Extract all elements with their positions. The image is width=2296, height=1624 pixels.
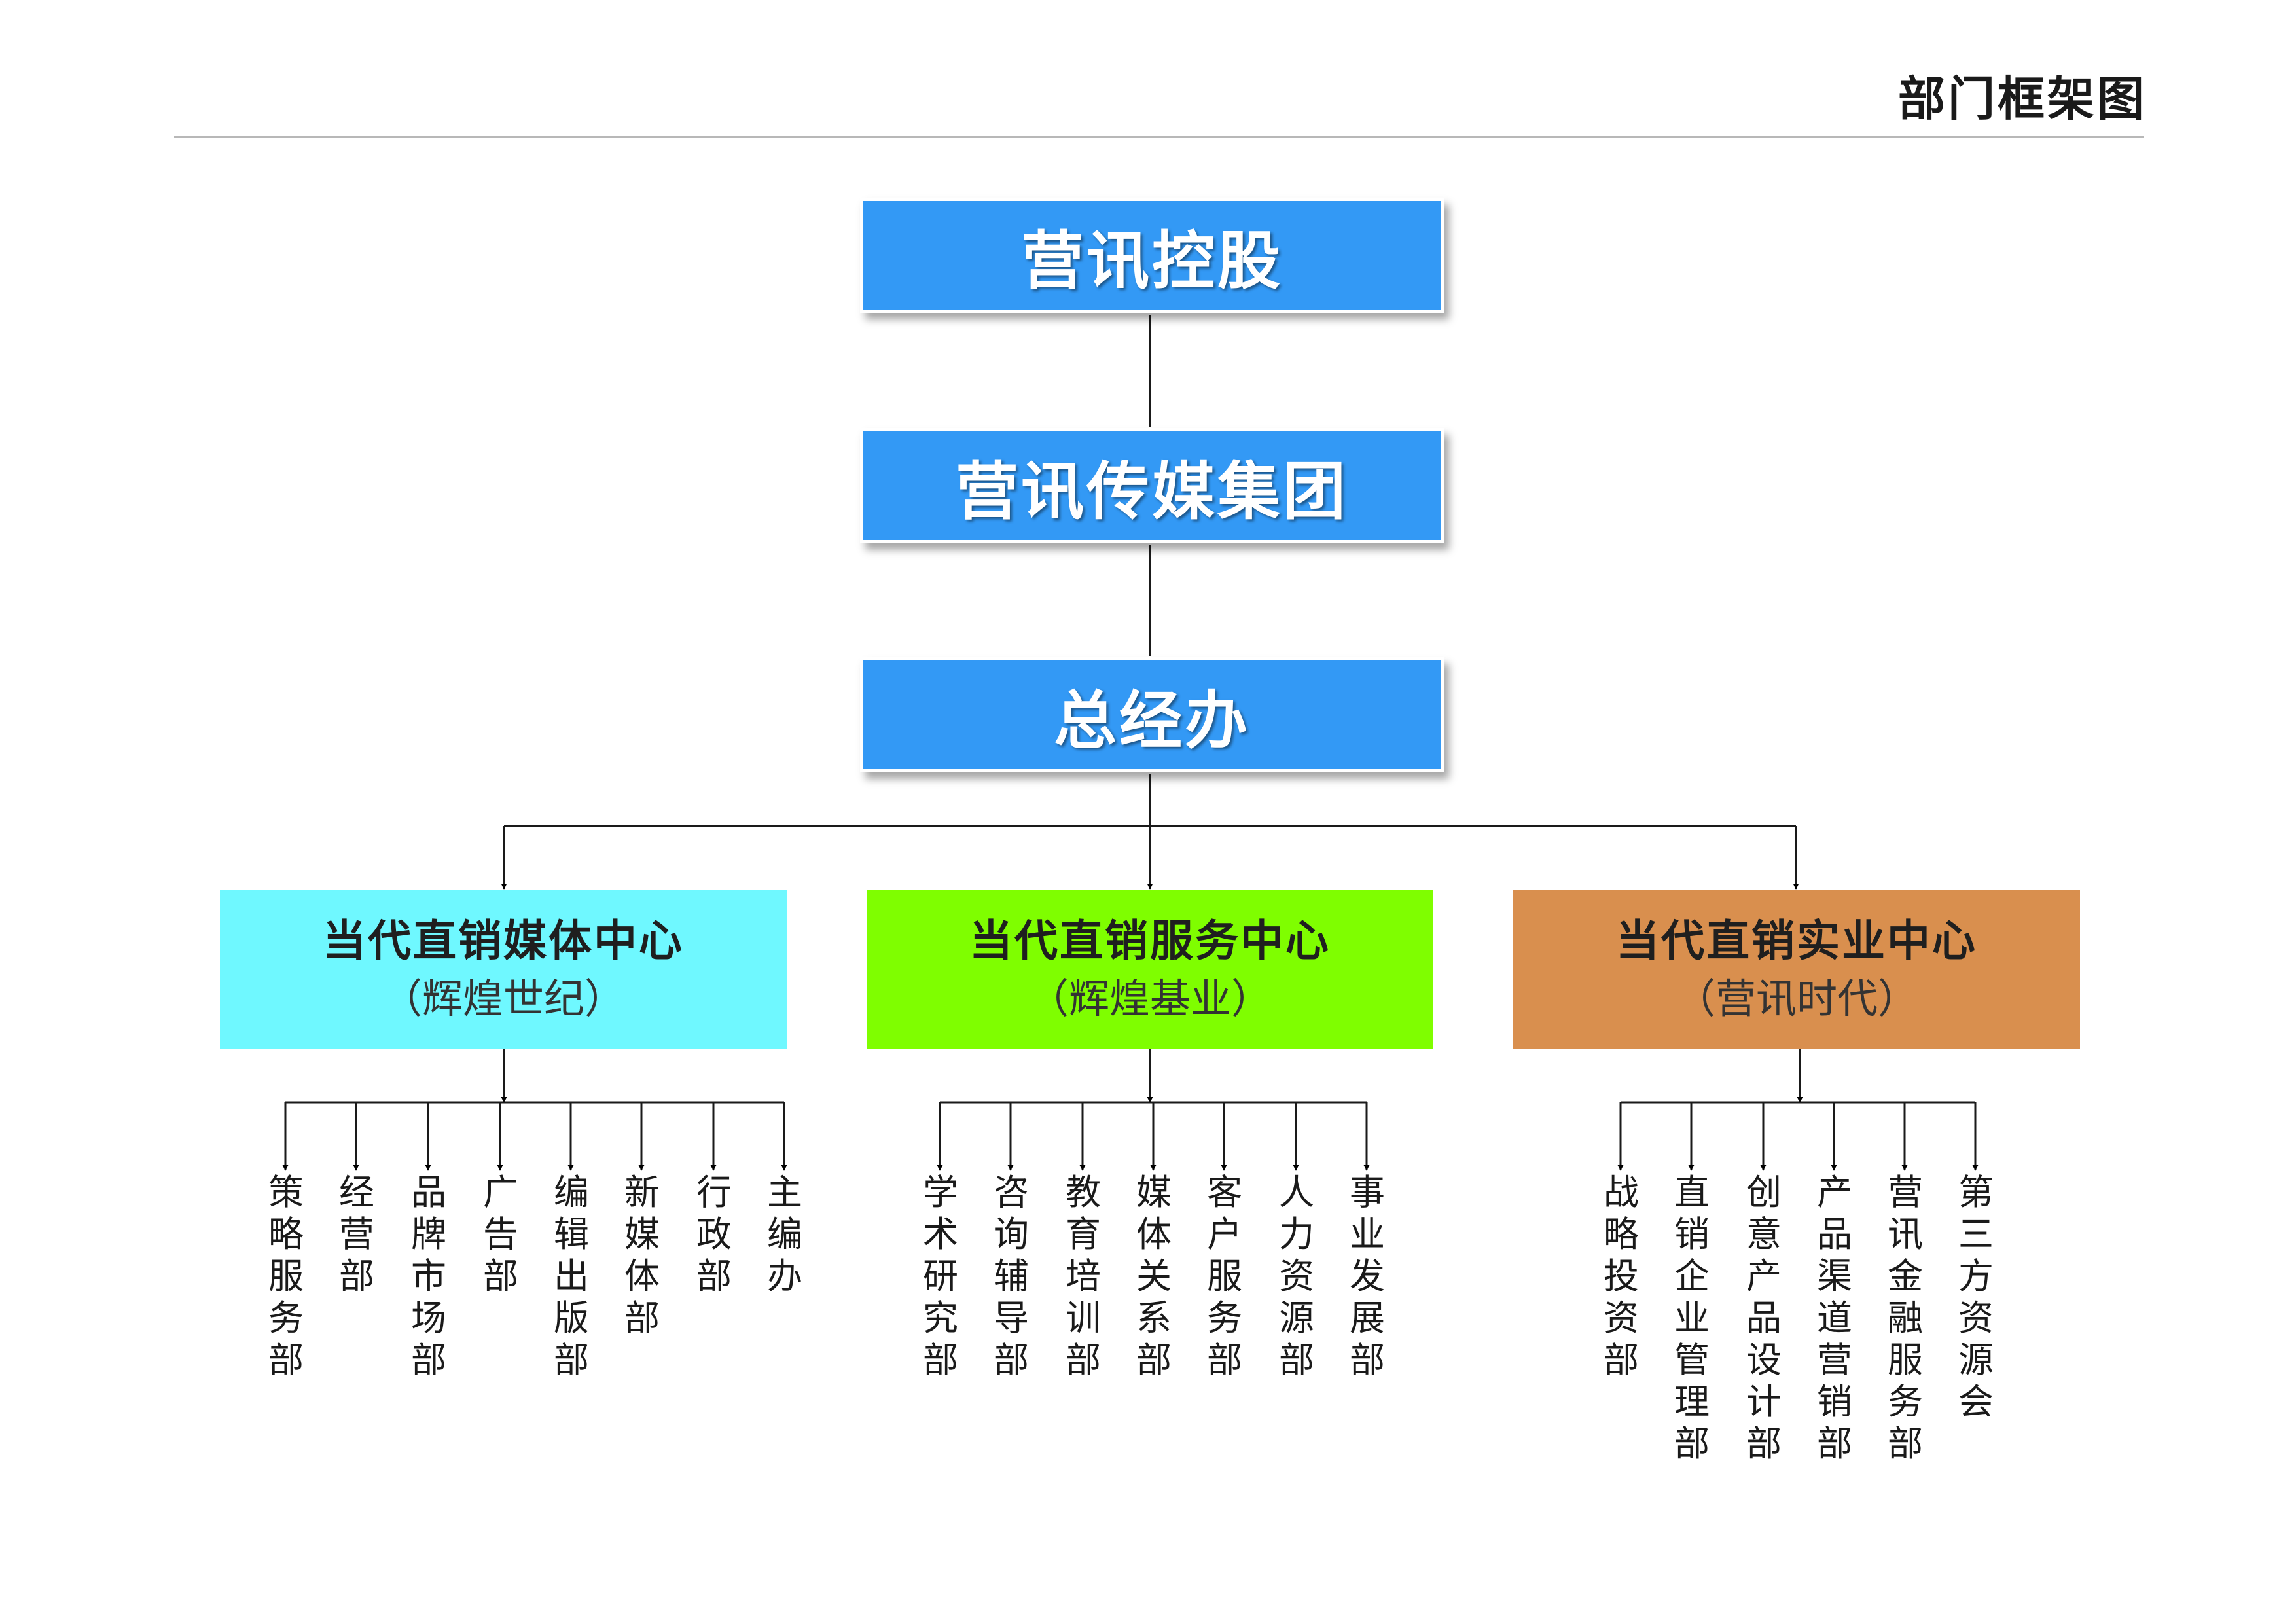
dept-service-6: 人力资源部	[1279, 1172, 1314, 1380]
dept-industry-1: 战略投资部	[1604, 1172, 1639, 1380]
dept-industry-5: 营讯金融服务部	[1888, 1172, 1923, 1464]
industry-center-box: 当代直销实业中心 （营讯时代）	[1513, 890, 2080, 1049]
dept-service-4: 媒体关系部	[1136, 1172, 1172, 1380]
dept-media-6: 新媒体部	[624, 1172, 660, 1339]
holding-company-box: 营讯控股	[860, 198, 1444, 313]
dept-media-2: 经营部	[339, 1172, 374, 1297]
dept-media-7: 行政部	[696, 1172, 732, 1297]
center-subtitle: （辉煌基业）	[1028, 975, 1272, 1022]
dept-industry-4: 产品渠道营销部	[1817, 1172, 1852, 1464]
dept-media-4: 广告部	[483, 1172, 518, 1297]
dept-media-5: 编辑出版部	[554, 1172, 589, 1380]
dept-service-3: 教育培训部	[1066, 1172, 1101, 1380]
title-divider	[174, 136, 2144, 138]
center-subtitle: （辉煌世纪）	[381, 975, 625, 1022]
service-center-box: 当代直销服务中心 （辉煌基业）	[867, 890, 1433, 1049]
dept-industry-2: 直销企业管理部	[1674, 1172, 1710, 1464]
media-center-box: 当代直销媒体中心 （辉煌世纪）	[220, 890, 787, 1049]
dept-industry-6: 第三方资源会	[1958, 1172, 1994, 1422]
dept-media-8: 主编办	[767, 1172, 802, 1297]
dept-media-1: 策略服务部	[268, 1172, 304, 1380]
dept-service-7: 事业发展部	[1350, 1172, 1385, 1380]
page-title: 部门框架图	[1897, 71, 2147, 126]
general-office-box: 总经办	[860, 657, 1444, 772]
dept-service-1: 学术研究部	[923, 1172, 958, 1380]
dept-media-3: 品牌市场部	[411, 1172, 446, 1380]
center-name: 当代直销服务中心	[969, 916, 1331, 966]
dept-service-5: 客户服务部	[1207, 1172, 1242, 1380]
dept-service-2: 咨询辅导部	[994, 1172, 1029, 1380]
center-subtitle: （营讯时代）	[1674, 975, 1918, 1022]
center-name: 当代直销媒体中心	[323, 916, 684, 966]
center-name: 当代直销实业中心	[1616, 916, 1977, 966]
media-group-box: 营讯传媒集团	[860, 428, 1444, 543]
dept-industry-3: 创意产品设计部	[1746, 1172, 1782, 1464]
